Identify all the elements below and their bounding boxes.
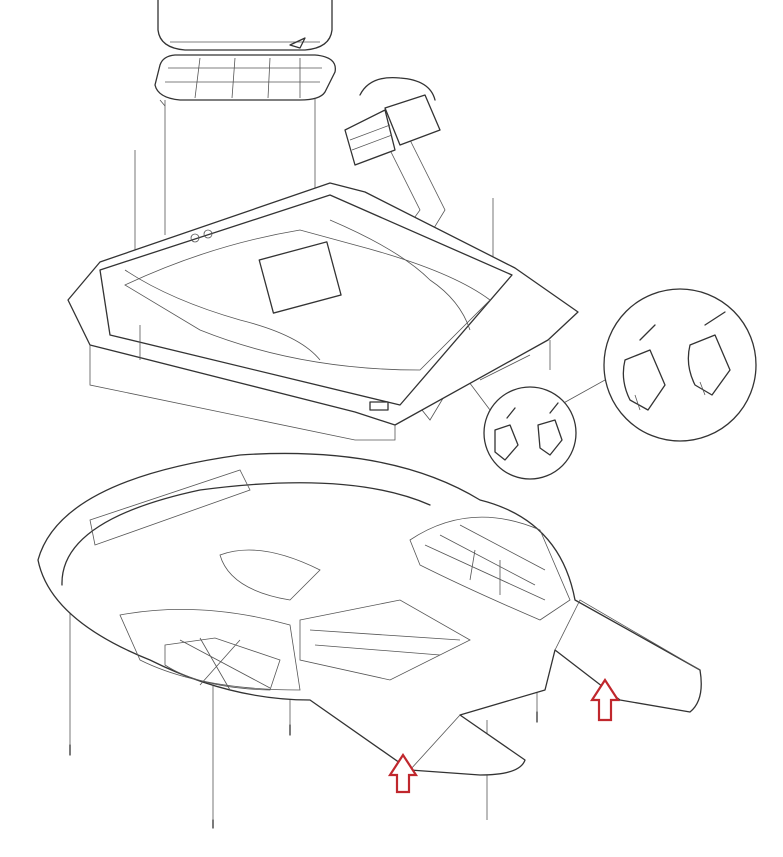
connector-module [344,76,441,166]
base-frame [67,182,579,441]
screw-detail-large [603,288,757,442]
bottom-base [37,452,702,776]
filter-tray [154,54,336,107]
highlight-arrow-icon [387,752,419,794]
screw-detail-small [483,386,577,480]
water-tank [157,0,333,51]
screws [69,711,538,829]
highlight-arrow-icon [589,677,621,722]
